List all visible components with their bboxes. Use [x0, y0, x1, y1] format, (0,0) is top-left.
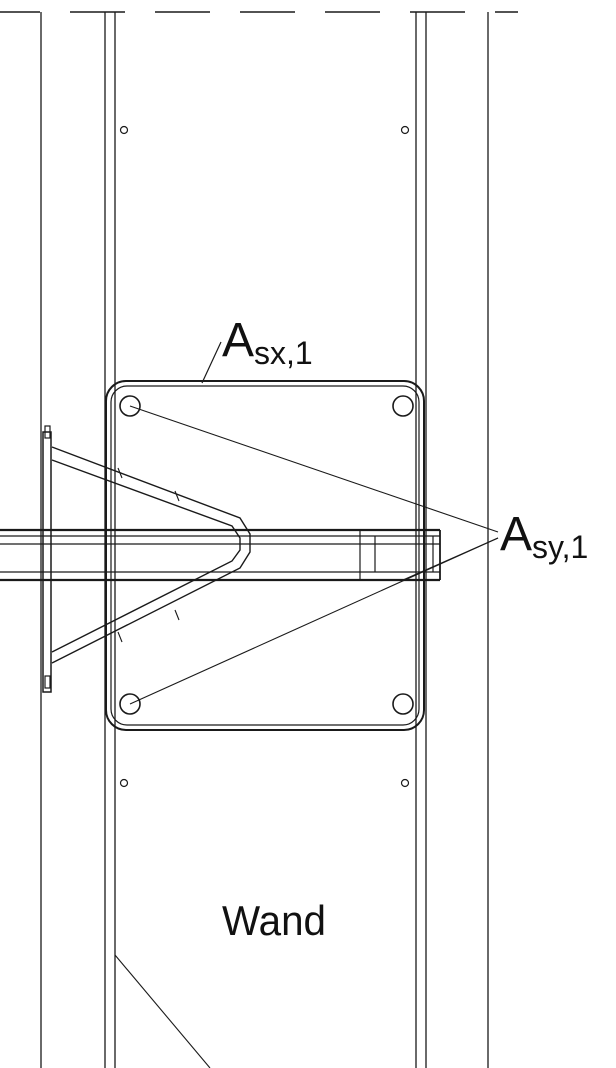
anchor-beam [0, 528, 441, 582]
label-asx-sub: sx,1 [254, 335, 313, 371]
label-wall: Wand [222, 897, 326, 944]
wall-bars [119, 125, 410, 788]
label-asx-main: A [222, 314, 254, 367]
stirrup-asx [105, 380, 425, 731]
diagonal-bars [51, 446, 251, 664]
label-asy-sub: sy,1 [532, 529, 588, 565]
label-asy: Asy,1 [500, 508, 588, 565]
end-plate [42, 425, 52, 693]
wall-inner-lines [104, 12, 427, 1068]
label-asx: Asx,1 [222, 314, 313, 371]
corner-bars [119, 395, 414, 715]
wall-outer-edges [40, 12, 489, 1068]
leader-lines [114, 341, 499, 1068]
label-asy-main: A [500, 508, 532, 561]
